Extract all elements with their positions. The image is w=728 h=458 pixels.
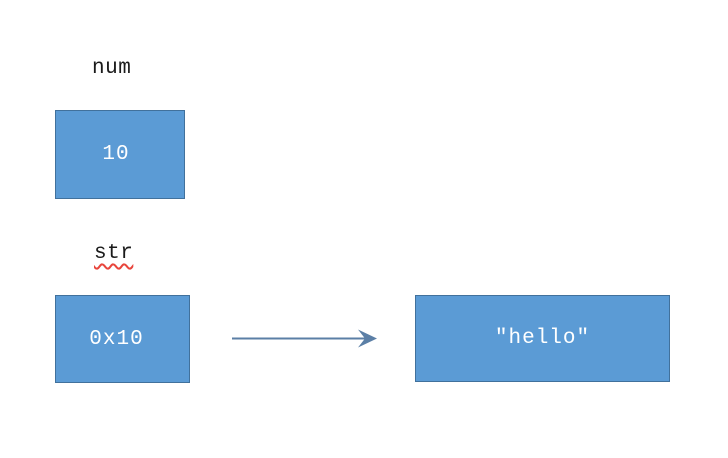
value-box-pointer: 0x10 (55, 295, 190, 383)
value-box-heap-string-text: ″hello″ (494, 327, 591, 350)
pointer-arrow-icon (232, 329, 377, 348)
variable-label-num: num (92, 57, 132, 80)
variable-label-str: str (94, 242, 134, 265)
value-box-heap-string: ″hello″ (415, 295, 670, 382)
value-box-num: 10 (55, 110, 185, 199)
value-box-num-text: 10 (102, 143, 130, 166)
value-box-pointer-text: 0x10 (89, 327, 144, 351)
